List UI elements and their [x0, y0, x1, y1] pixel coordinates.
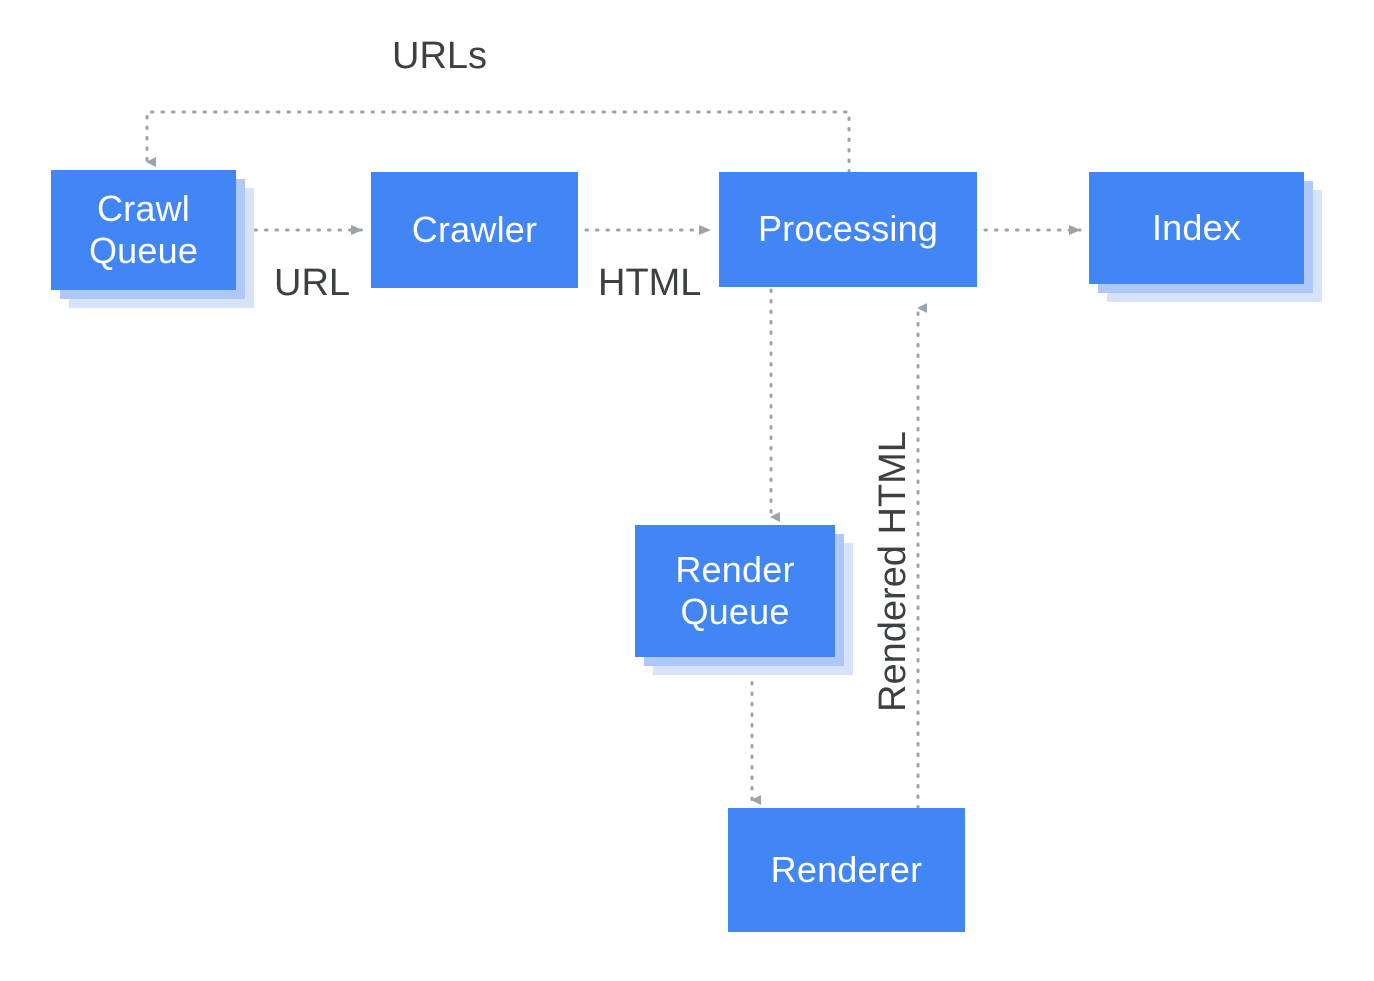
node-crawl-queue-label-line2: Queue [88, 230, 199, 271]
edge-label-html: HTML [598, 262, 702, 304]
node-render-queue-label-line1: Render [675, 548, 795, 590]
node-crawl-queue-label: Crawl Queue [89, 188, 198, 273]
node-crawler-label: Crawler [411, 208, 538, 250]
node-crawler[interactable]: Crawler [371, 172, 578, 288]
node-render-queue-label-line2: Queue [680, 591, 790, 632]
edge-label-url: URL [274, 262, 351, 304]
node-index[interactable]: Index [1089, 172, 1304, 284]
edge-label-urls: URLs [392, 35, 488, 77]
node-render-queue[interactable]: Render Queue [635, 525, 835, 657]
node-crawl-queue[interactable]: Crawl Queue [51, 170, 236, 290]
edge-processing-to-crawl-queue [145, 110, 851, 174]
edge-label-rendered-html: Rendered HTML [872, 431, 914, 712]
node-renderer-label: Renderer [770, 848, 923, 890]
node-index-label: Index [1151, 206, 1242, 248]
node-renderer[interactable]: Renderer [728, 808, 965, 932]
node-render-queue-label: Render Queue [675, 549, 794, 634]
node-crawl-queue-label-line1: Crawl [96, 187, 190, 229]
node-processing-label: Processing [757, 208, 939, 250]
node-processing[interactable]: Processing [719, 172, 977, 287]
